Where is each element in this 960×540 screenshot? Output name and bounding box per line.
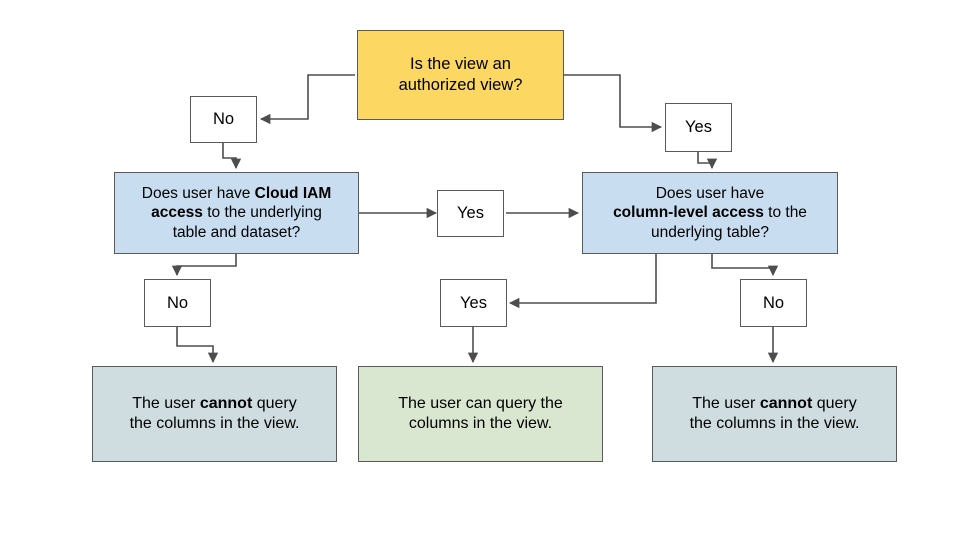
edge-start-to-no [259,74,355,125]
node-branch-view-yes[interactable]: Yes [665,103,732,152]
node-branch-iam-yes[interactable]: Yes [437,190,504,237]
edge-yes-to-column [697,152,718,170]
edge-no-to-deny-left [176,327,219,364]
edge-start-to-yes [564,74,663,133]
edge-iam-to-no [171,254,237,277]
node-branch-iam-yes-label: Yes [457,204,484,223]
node-branch-column-no-label: No [762,293,785,312]
node-start-question-label: Is the view an authorized view? [398,55,523,94]
node-branch-view-no-label: No [212,110,235,129]
node-start-question[interactable]: Is the view an authorized view? [357,30,564,120]
node-branch-iam-no-label: No [166,293,189,312]
edge-column-to-yes [508,254,657,309]
node-branch-column-yes-label: Yes [460,293,487,312]
node-branch-column-no[interactable]: No [740,279,807,327]
node-branch-view-no[interactable]: No [190,96,257,143]
node-branch-view-yes-label: Yes [685,118,712,137]
node-branch-column-yes[interactable]: Yes [440,279,507,327]
node-branch-iam-no[interactable]: No [144,279,211,327]
edge-no-to-iam [222,143,242,170]
edge-column-to-no [711,254,779,277]
